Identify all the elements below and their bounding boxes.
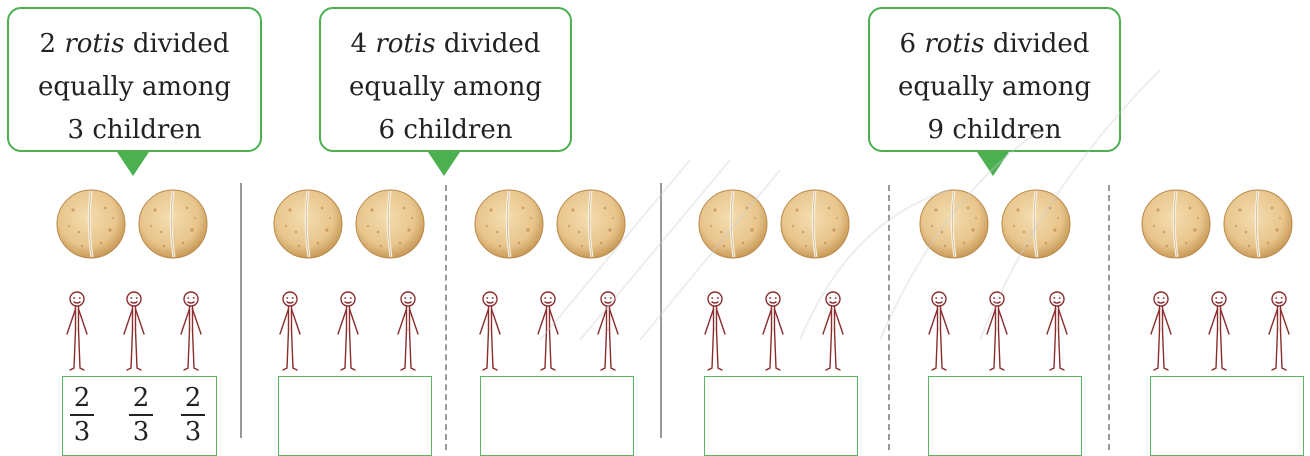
- answer-box-empty[interactable]: [1150, 376, 1304, 456]
- callout-2-rotis-3-children: 2 rotis divided equally among 3 children: [7, 7, 262, 152]
- fraction-numerator: 2: [73, 383, 91, 413]
- child-figure-icon: [928, 291, 950, 371]
- callout-line-1: 4 rotis divided: [350, 29, 541, 59]
- fraction-bar: [129, 414, 153, 416]
- child-figure-icon: [704, 291, 726, 371]
- fraction-numerator: 2: [132, 383, 150, 413]
- fraction-numerator: 2: [184, 383, 202, 413]
- roti-icon: [273, 189, 343, 259]
- answer-box-empty[interactable]: [928, 376, 1082, 456]
- answer-box-empty[interactable]: [480, 376, 634, 456]
- callout-line-1: 6 rotis divided: [899, 29, 1090, 59]
- roti-icon: [1001, 189, 1071, 259]
- child-figure-icon: [66, 291, 88, 371]
- callout-pointer: [428, 152, 460, 176]
- roti-icon: [56, 189, 126, 259]
- callout-line-3: 9 children: [927, 115, 1062, 145]
- answer-box-empty[interactable]: [278, 376, 432, 456]
- child-figure-icon: [1208, 291, 1230, 371]
- callout-line-3: 3 children: [67, 115, 202, 145]
- roti-icon: [1141, 189, 1211, 259]
- fraction: 2 3: [178, 383, 208, 447]
- roti-icon: [556, 189, 626, 259]
- fraction: 2 3: [126, 383, 156, 447]
- child-figure-icon: [1046, 291, 1068, 371]
- subgroup-separator: [1108, 185, 1110, 450]
- child-figure-icon: [123, 291, 145, 371]
- roti-icon: [355, 189, 425, 259]
- roti-icon: [474, 189, 544, 259]
- child-figure-icon: [986, 291, 1008, 371]
- fraction-bar: [181, 414, 205, 416]
- answer-box-empty[interactable]: [704, 376, 858, 456]
- group-separator: [660, 183, 662, 438]
- callout-4-rotis-6-children: 4 rotis divided equally among 6 children: [319, 7, 572, 152]
- child-figure-icon: [479, 291, 501, 371]
- callout-pointer: [117, 152, 149, 176]
- child-figure-icon: [1268, 291, 1290, 371]
- fraction-denominator: 3: [73, 417, 91, 447]
- child-figure-icon: [597, 291, 619, 371]
- callout-pointer: [977, 152, 1009, 176]
- fraction-denominator: 3: [132, 417, 150, 447]
- fraction-denominator: 3: [184, 417, 202, 447]
- child-figure-icon: [537, 291, 559, 371]
- roti-icon: [1223, 189, 1293, 259]
- child-figure-icon: [397, 291, 419, 371]
- child-figure-icon: [180, 291, 202, 371]
- fraction-bar: [70, 414, 94, 416]
- roti-icon: [138, 189, 208, 259]
- callout-line-1: 2 rotis divided: [39, 29, 230, 59]
- group-separator: [240, 183, 242, 438]
- child-figure-icon: [279, 291, 301, 371]
- answer-box-filled: 2 3 2 3 2 3: [62, 376, 217, 456]
- callout-line-2: equally among: [348, 72, 543, 102]
- child-figure-icon: [337, 291, 359, 371]
- child-figure-icon: [822, 291, 844, 371]
- callout-line-2: equally among: [37, 72, 232, 102]
- callout-line-2: equally among: [897, 72, 1092, 102]
- subgroup-separator: [888, 185, 890, 450]
- child-figure-icon: [1150, 291, 1172, 371]
- roti-icon: [698, 189, 768, 259]
- callout-line-3: 6 children: [378, 115, 513, 145]
- child-figure-icon: [762, 291, 784, 371]
- callout-6-rotis-9-children: 6 rotis divided equally among 9 children: [868, 7, 1121, 152]
- subgroup-separator: [445, 185, 447, 450]
- fraction: 2 3: [67, 383, 97, 447]
- roti-icon: [919, 189, 989, 259]
- roti-icon: [780, 189, 850, 259]
